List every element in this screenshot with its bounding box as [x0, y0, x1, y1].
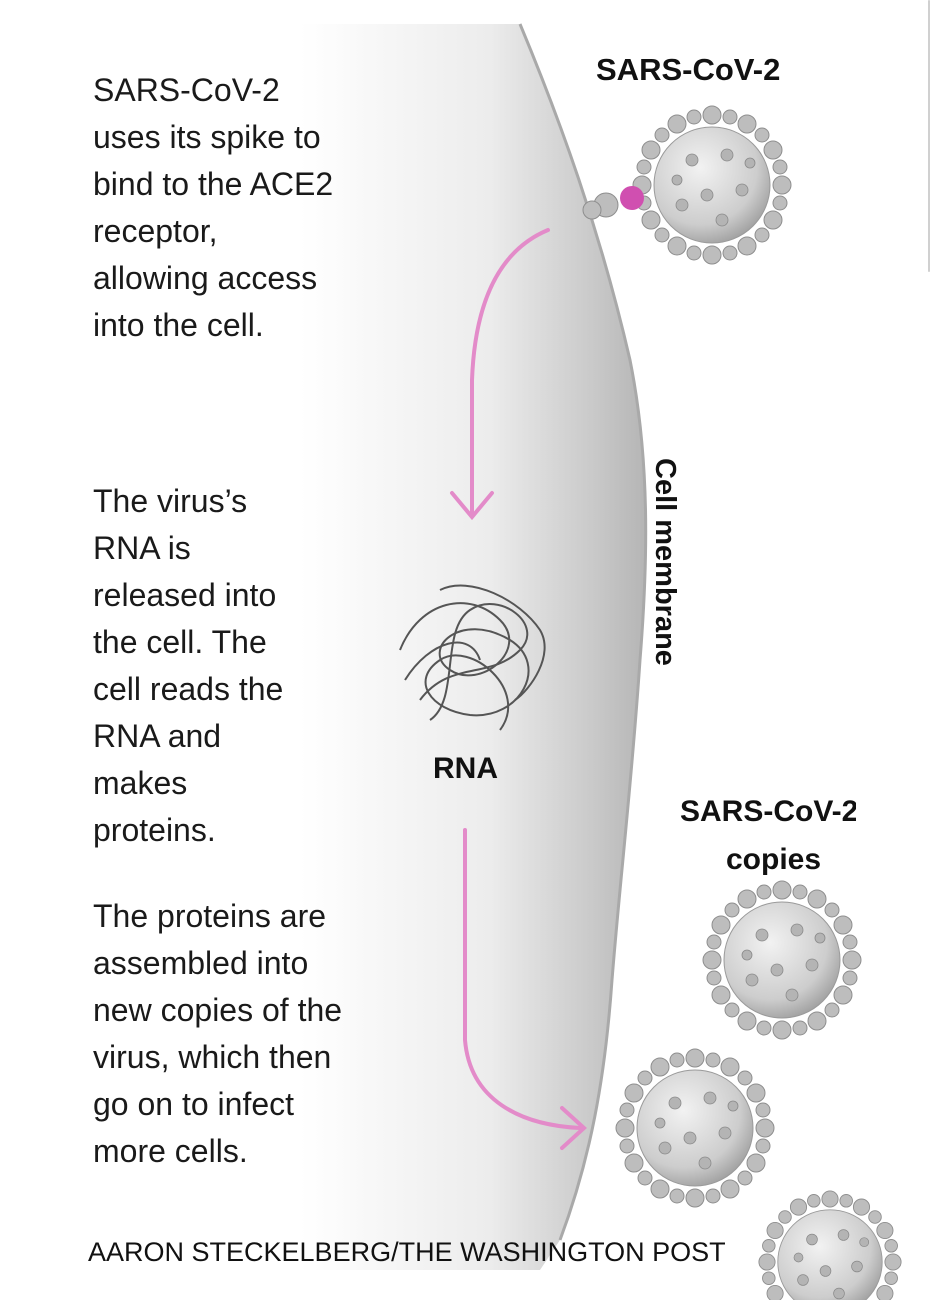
virus-label: SARS-CoV-2 [596, 52, 781, 87]
rna-strand-icon [399, 584, 546, 731]
scrollbar[interactable] [928, 0, 930, 272]
cell-membrane-shape [300, 24, 646, 1270]
virus-copy-icon [702, 880, 862, 1040]
exit-arrow-icon [463, 828, 587, 1150]
step-3-text: The proteins are assembled into new copi… [93, 898, 343, 1169]
step-1-text: SARS-CoV-2 uses its spike to bind to the… [93, 72, 334, 343]
copies-label-line1: SARS-CoV-2 [680, 795, 856, 828]
ace2-receptor-icon [620, 186, 644, 210]
virus-copy-icon [758, 1190, 902, 1300]
virus-copy-icon [615, 1048, 775, 1208]
cell-membrane-label: Cell membrane [649, 458, 681, 666]
copies-label-line2: copies [726, 843, 822, 876]
step-2-text: The virus’s RNA is released into the cel… [93, 483, 284, 848]
credit-line: AARON STECKELBERG/THE WASHINGTON POST [88, 1237, 726, 1267]
entry-arrow-icon [450, 228, 550, 521]
rna-label: RNA [433, 752, 498, 785]
sars-cov-2-virus-icon [582, 105, 792, 265]
